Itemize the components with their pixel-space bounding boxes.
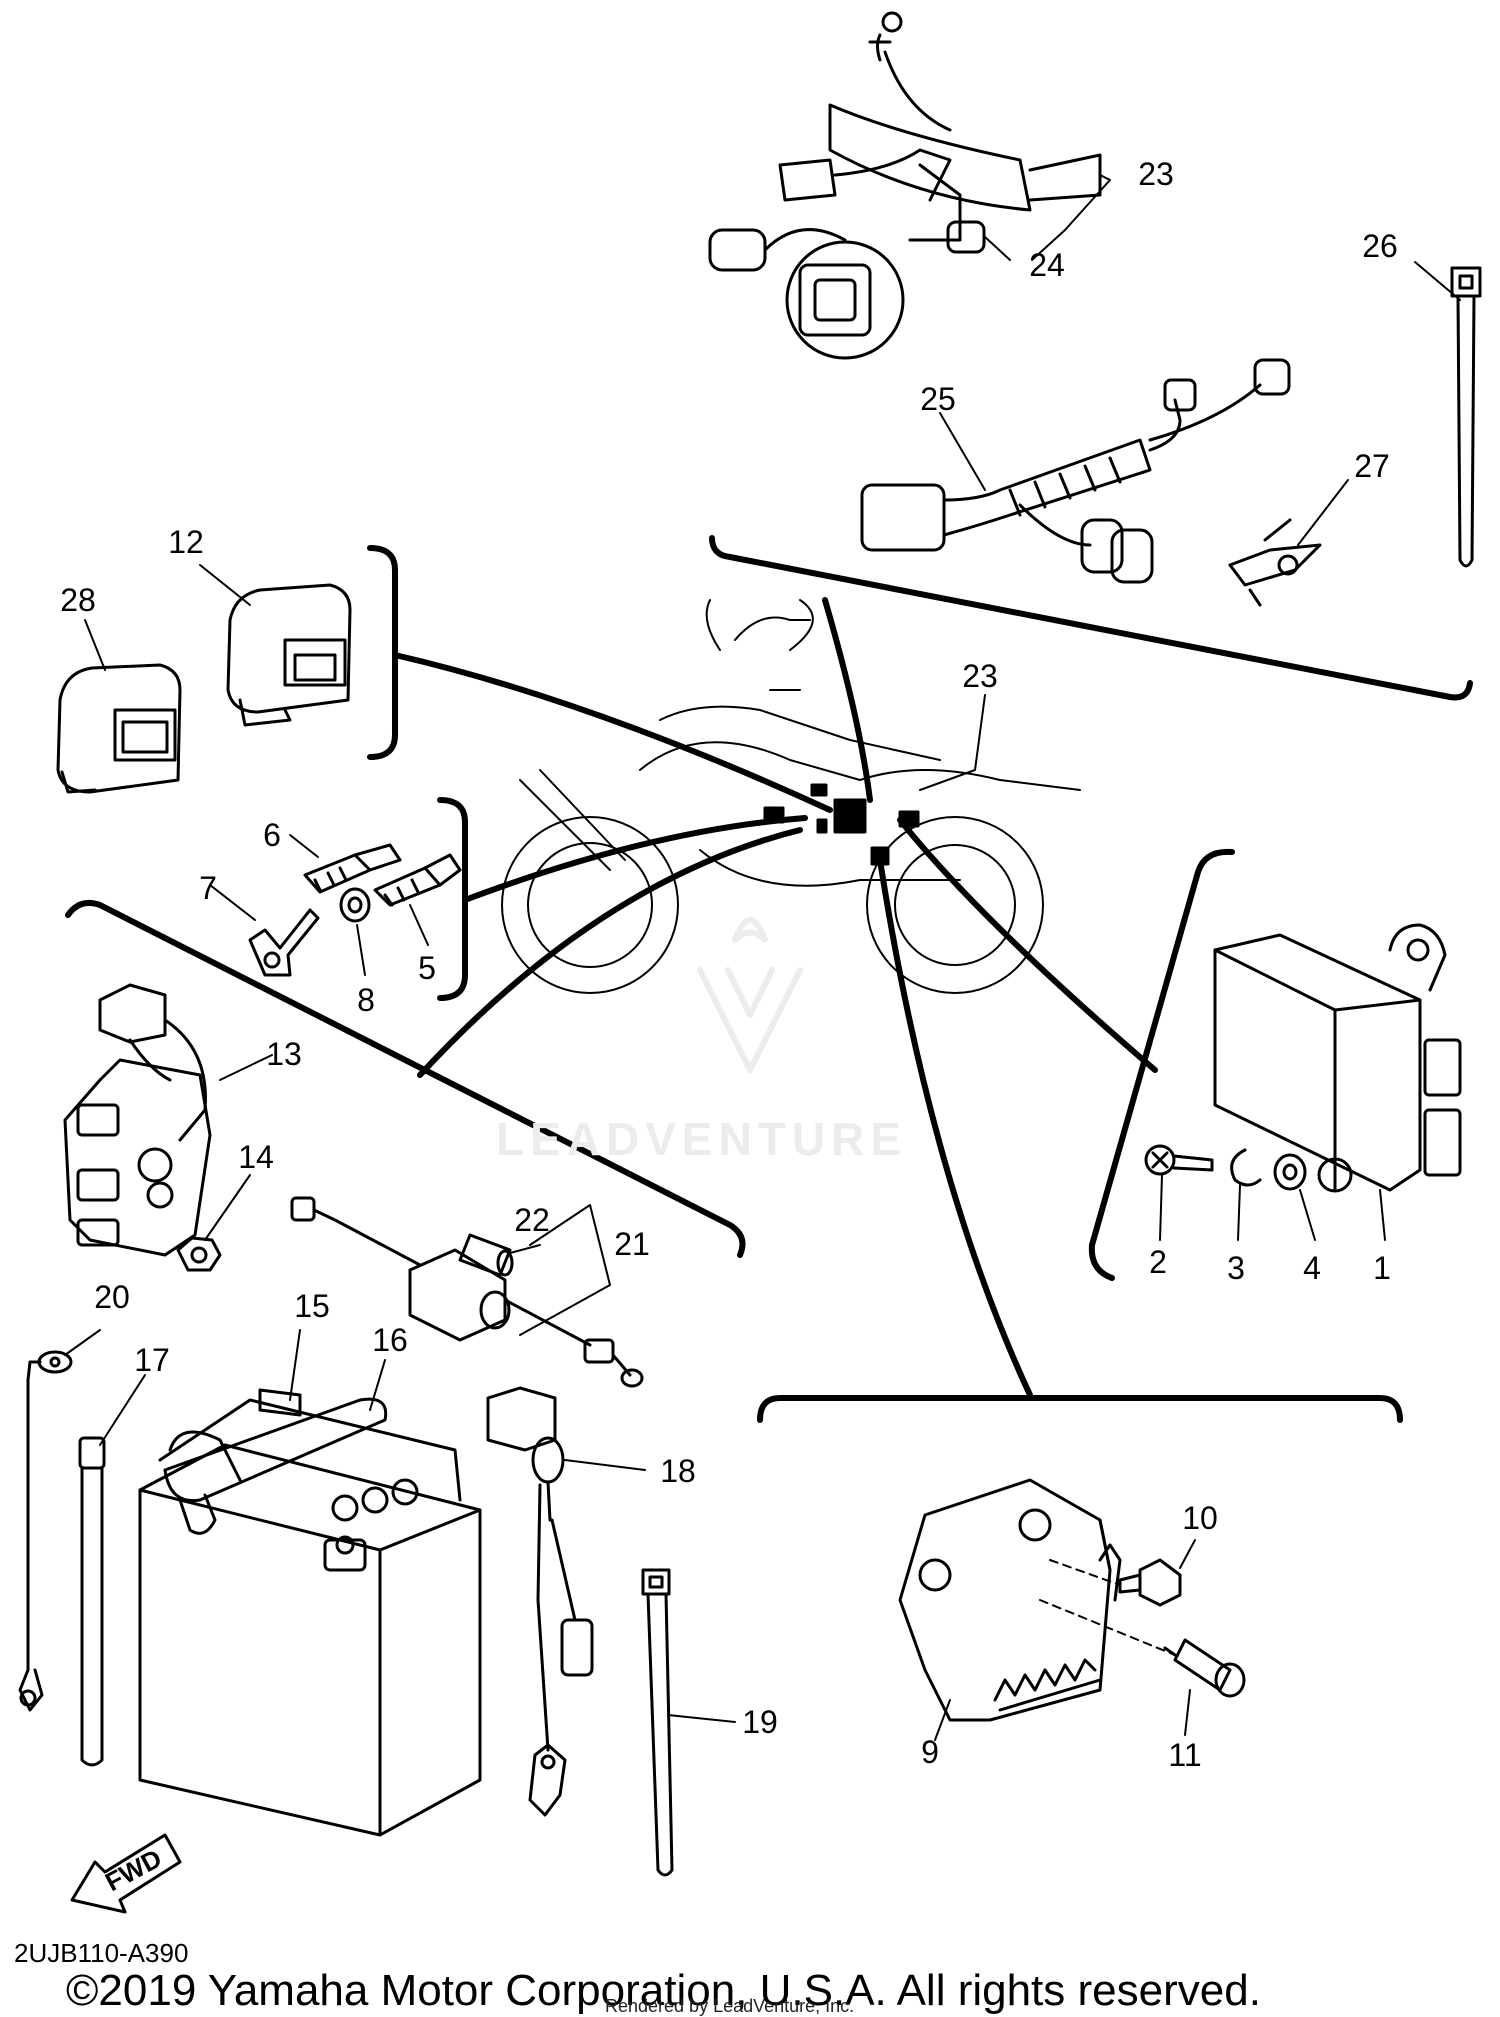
part-25-leader — [939, 412, 986, 491]
callout-1: 1 — [1373, 1250, 1391, 1286]
fwd-arrow-shape — [70, 1833, 182, 1914]
callout-21: 21 — [614, 1226, 650, 1262]
part-20-cable — [18, 1350, 73, 1712]
parts-21-22-leaders — [509, 1204, 611, 1336]
part-9-rectifier — [898, 1478, 1122, 1722]
group-brackets — [65, 535, 1473, 1423]
callout-14: 14 — [238, 1139, 274, 1175]
callout-3: 3 — [1227, 1250, 1245, 1286]
callout-13: 13 — [266, 1036, 302, 1072]
part-19-leader — [667, 1714, 736, 1723]
callout-5: 5 — [418, 950, 436, 986]
watermark-logo — [697, 917, 803, 1073]
part-21-fuse-holder — [290, 1196, 644, 1388]
part-23-harness — [708, 11, 1102, 360]
part-3-washer — [1230, 1148, 1262, 1187]
callout-6: 6 — [263, 817, 281, 853]
callout-11: 11 — [1168, 1737, 1202, 1773]
callout-12: 12 — [168, 524, 204, 560]
part-28-leader — [84, 619, 106, 671]
part-28-relay — [56, 663, 182, 794]
parts-5-8-leaders — [209, 834, 429, 976]
part-12-relay — [226, 583, 352, 727]
callout-10: 10 — [1182, 1500, 1218, 1536]
part-24-leaders — [984, 174, 1111, 261]
parts-1-4-leaders — [1159, 1174, 1386, 1241]
callout-7: 7 — [199, 870, 217, 906]
part-8-washer — [339, 887, 371, 923]
callout-15: 15 — [294, 1288, 330, 1324]
callout-2: 2 — [1149, 1244, 1167, 1280]
part-6-switch — [303, 843, 402, 894]
part-19-cable-tie — [641, 1568, 674, 1877]
diagram-code: 2UJB110-A390 — [14, 1938, 189, 1968]
part-7-bracket — [248, 908, 320, 977]
part-18-leader — [564, 1459, 646, 1471]
copyright-text: ©2019 Yamaha Motor Corporation, U.S.A. A… — [66, 1966, 1261, 2015]
rendered-by-text: Rendered by LeadVenture, Inc. — [605, 1996, 855, 2016]
part-15-battery — [138, 1388, 482, 1837]
callout-4: 4 — [1303, 1250, 1321, 1286]
callout-8: 8 — [357, 982, 375, 1018]
callout-17: 17 — [134, 1342, 170, 1378]
callout-22: 22 — [514, 1202, 550, 1238]
part-14-leader — [204, 1174, 251, 1241]
callout-23-top: 23 — [1138, 156, 1174, 192]
part-4-washer — [1273, 1153, 1307, 1191]
part-13-starter-relay — [63, 983, 212, 1257]
callout-24: 24 — [1029, 247, 1065, 283]
part-10-bolt — [1049, 1558, 1182, 1607]
part-16-strap — [163, 1397, 388, 1535]
part-26-leader — [1414, 261, 1461, 301]
part-27-clip — [1228, 518, 1322, 607]
part-26-cable-tie — [1450, 266, 1482, 568]
callout-19: 19 — [742, 1704, 778, 1740]
part-27-leader — [1297, 479, 1349, 546]
part-20-leader — [64, 1329, 101, 1356]
parts-15-16-leaders — [289, 1329, 386, 1411]
watermark-text: LEADVENTURE — [496, 1113, 908, 1165]
part-25-sub-harness — [860, 358, 1291, 584]
part-22-fuse — [458, 1233, 514, 1277]
callout-26: 26 — [1362, 228, 1398, 264]
group-leader-lines — [392, 597, 1158, 1398]
part-23-center-leader — [919, 694, 986, 791]
callout-20: 20 — [94, 1279, 130, 1315]
callout-9: 9 — [921, 1734, 939, 1770]
part-2-screw — [1144, 1144, 1214, 1176]
callout-27: 27 — [1354, 448, 1390, 484]
motorcycle-outline — [501, 599, 1081, 994]
part-17-tube — [78, 1436, 106, 1767]
part-11-bolt — [1039, 1599, 1246, 1698]
callout-25: 25 — [920, 381, 956, 417]
part-17-leader — [99, 1374, 146, 1446]
callout-18: 18 — [660, 1453, 696, 1489]
part-12-leader — [199, 564, 251, 606]
callout-28: 28 — [60, 582, 96, 618]
parts-9-11-leaders — [934, 1539, 1196, 1741]
part-13-leader — [219, 1054, 273, 1081]
part-14-nut — [176, 1236, 222, 1272]
callout-16: 16 — [372, 1322, 408, 1358]
callout-23-center: 23 — [962, 658, 998, 694]
part-18-lead — [486, 1386, 594, 1817]
part-5-switch — [373, 853, 462, 907]
center-location-markers — [763, 783, 920, 866]
part-1-ecu — [1213, 923, 1462, 1193]
